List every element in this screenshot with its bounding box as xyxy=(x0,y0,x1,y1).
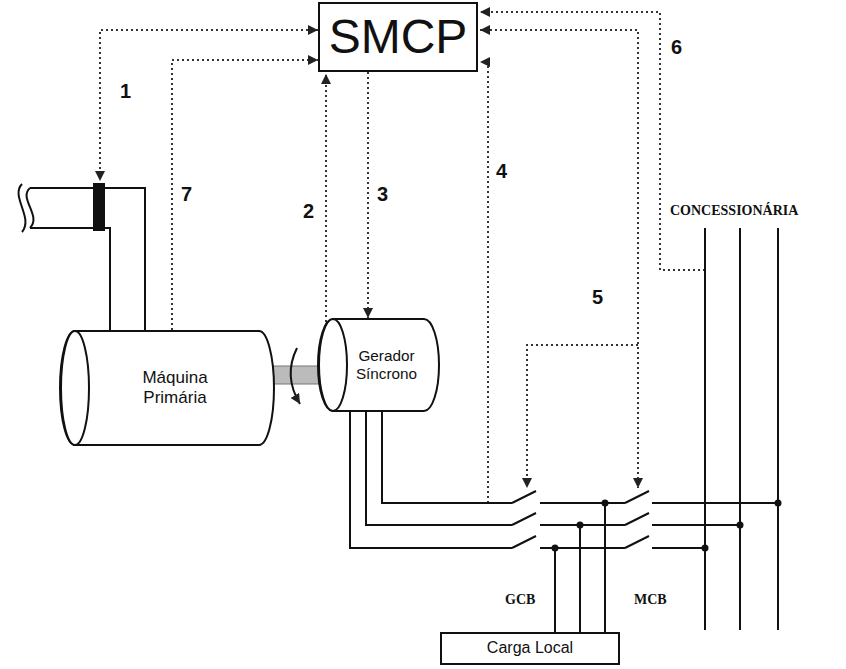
pipe-wall xyxy=(30,228,110,338)
callout-number: 1 xyxy=(118,80,133,102)
pipe-break xyxy=(19,184,26,232)
breaker-symbol xyxy=(625,491,649,548)
callout-number: 4 xyxy=(494,160,509,182)
junction-dot xyxy=(602,500,609,507)
cylinder-body xyxy=(318,319,439,411)
signal-line xyxy=(480,30,638,488)
callout-number: 2 xyxy=(301,200,316,222)
junction-dot xyxy=(552,545,559,552)
load-box: Carga Local xyxy=(440,632,620,665)
pipe-break xyxy=(27,188,34,228)
signal-line xyxy=(480,12,705,270)
signal-line xyxy=(527,345,638,488)
signal-line xyxy=(325,74,327,352)
junction-dot xyxy=(737,522,744,529)
phase-wire xyxy=(350,395,512,548)
node-text: SMCP xyxy=(329,9,468,64)
signal-connector xyxy=(172,60,318,330)
cylinder-face xyxy=(61,331,89,445)
valve-symbol xyxy=(93,183,105,231)
junction-dot xyxy=(577,522,584,529)
pipe-wall xyxy=(30,188,145,338)
grid-label: CONCESSIONÁRIA xyxy=(668,203,800,219)
signal-connector xyxy=(367,72,369,318)
breaker-symbol xyxy=(512,491,536,548)
node-text: Máquina Primária xyxy=(115,368,235,407)
controller-box: SMCP xyxy=(318,2,478,72)
node-text: Gerador Síncrono xyxy=(341,347,433,382)
signal-line xyxy=(480,62,488,503)
signal-line xyxy=(100,30,318,181)
phase-wire xyxy=(652,503,778,548)
cylinder-face xyxy=(319,319,347,411)
cylinder-body xyxy=(60,331,274,445)
phase-wire xyxy=(540,503,625,548)
node-text: Carga Local xyxy=(487,639,573,657)
callout-number: 7 xyxy=(179,183,194,205)
breaker-label: MCB xyxy=(632,592,669,608)
junction-dots xyxy=(552,500,782,552)
junction-dot xyxy=(702,545,709,552)
prime-mover: Máquina Primária xyxy=(60,330,275,446)
grid-bus xyxy=(705,228,778,630)
callout-number: 6 xyxy=(669,36,684,58)
junction-dot xyxy=(775,500,782,507)
callout-number: 3 xyxy=(375,183,390,205)
rotation-arrow xyxy=(291,348,300,404)
fuel-pipe xyxy=(19,183,145,338)
callout-number: 5 xyxy=(590,286,605,308)
breaker-label: GCB xyxy=(503,592,537,608)
load-wire xyxy=(555,503,605,633)
generator: Gerador Síncrono xyxy=(318,318,440,412)
phase-wire xyxy=(366,395,512,525)
power-wires xyxy=(350,228,782,633)
